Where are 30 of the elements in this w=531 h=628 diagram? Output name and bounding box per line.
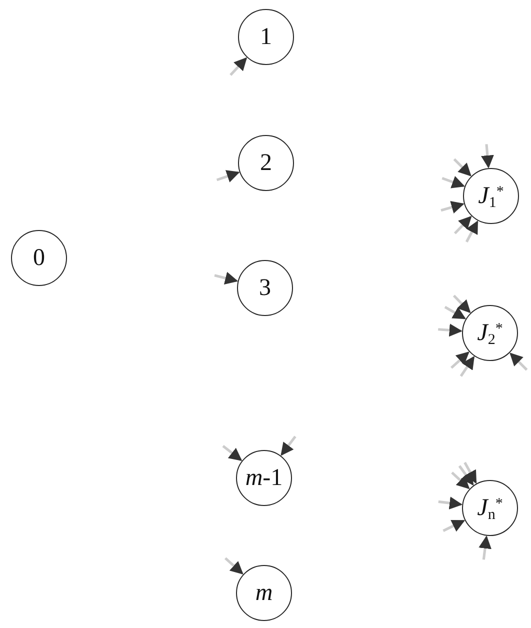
arrow	[438, 496, 462, 510]
arrow	[442, 176, 465, 188]
arrow	[222, 444, 242, 462]
arrow	[216, 170, 240, 182]
arrow	[454, 216, 472, 234]
arrow	[224, 557, 244, 575]
arrow	[480, 144, 494, 168]
arrow	[452, 294, 471, 314]
arrow	[458, 465, 474, 486]
arrow	[230, 57, 248, 76]
node-label: m-1	[245, 466, 283, 490]
arrow	[280, 436, 296, 456]
node-label: 2	[260, 151, 272, 175]
node-label: m	[255, 581, 273, 605]
arrow	[464, 462, 478, 484]
arrow	[460, 356, 475, 377]
arrow	[510, 352, 528, 371]
arrow	[440, 200, 464, 214]
arrow	[450, 351, 470, 369]
node-label: 0	[33, 246, 45, 270]
node-label: 1	[260, 25, 272, 49]
arrow	[465, 220, 479, 243]
arrow	[438, 324, 462, 337]
arrow	[214, 272, 238, 284]
arrow	[442, 520, 466, 532]
node-label: 3	[259, 276, 271, 300]
arrow	[453, 158, 472, 176]
arrow	[451, 472, 470, 490]
arrow	[478, 536, 492, 560]
arrow	[444, 306, 466, 320]
